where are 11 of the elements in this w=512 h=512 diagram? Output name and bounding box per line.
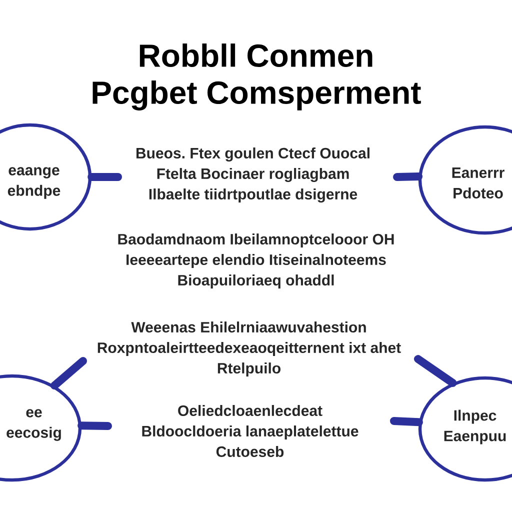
connector-stub [88, 173, 122, 181]
connector-stub [50, 357, 87, 390]
description: Oeliedcloaenlecdeat Bldoocldoeria lanaeplatelettue Cutoeseb [142, 405, 358, 457]
description: Bueos. Ftex goulen Ctecf Ouocal Ftelta Bocinaer rogliagbam Ilbaelte tiidrtpoutlae dsigerne [136, 147, 370, 203]
connector-stub [393, 172, 423, 181]
title: Robbll Conmen Pcgbet Comsperment [92, 44, 421, 110]
connector-stub [390, 417, 423, 426]
connector-stub [78, 422, 112, 430]
description: Baodamdnaom Ibeilamnoptcelooor OH Ieeeeartepe elendio Itiseinalnoteems Bioapuiloriaeq ohaddl [118, 234, 394, 288]
description: Weeenas Ehilelrniaawuvahestion Roxpntoaleirtteedexeaoqeitternent ixt ahet Rtelpuilo [98, 322, 401, 376]
connector-stub [414, 355, 457, 387]
